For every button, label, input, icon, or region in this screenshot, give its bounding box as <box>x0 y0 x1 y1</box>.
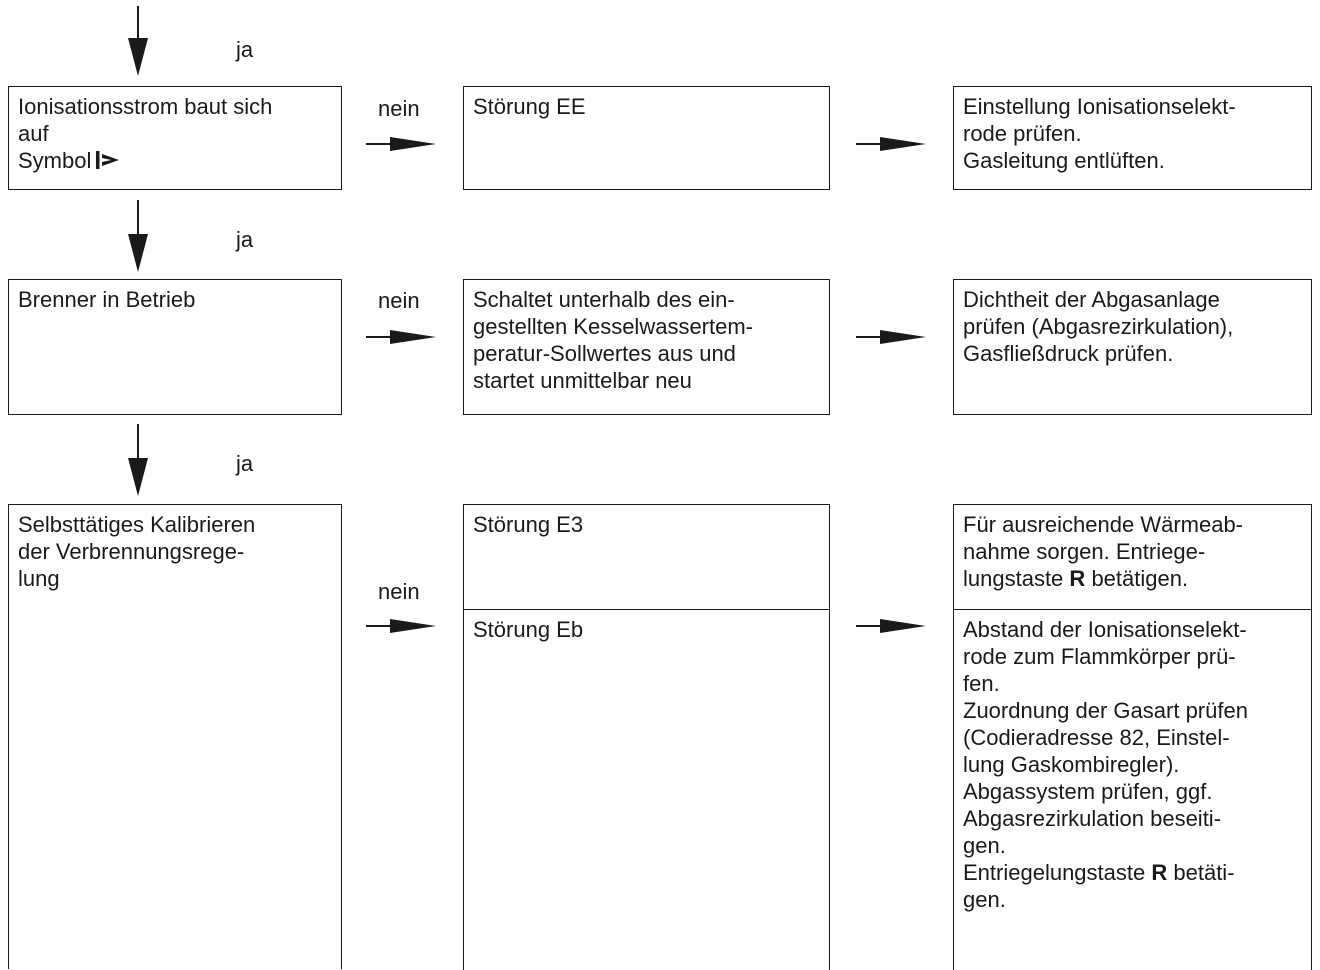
fault-line: Schaltet unterhalb des ein- <box>473 287 735 312</box>
arrow-down-1 <box>128 6 148 76</box>
fault-line: startet unmittelbar neu <box>473 368 692 393</box>
arrow-right-2a <box>366 330 436 344</box>
check-line: auf <box>18 121 49 146</box>
yes-label-3: ja <box>236 451 254 476</box>
action-line: Gasfließdruck prüfen. <box>963 341 1174 366</box>
check-box-burner-running: Brenner in Betrieb <box>8 279 342 415</box>
fault-line: Störung E3 <box>473 512 584 537</box>
arrow-right-3b <box>856 619 926 633</box>
action-box-flue: Dichtheit der Abgasanlage prüfen (Abgasr… <box>953 279 1312 415</box>
check-line: Selbsttätiges Kalibrieren <box>18 512 256 537</box>
arrow-right-1a <box>366 137 436 151</box>
check-box-ionisation: Ionisationsstrom baut sich auf Symbol <box>8 86 342 190</box>
arrow-right-1b <box>856 137 926 151</box>
fault-box-EE: Störung EE <box>463 86 830 190</box>
no-label-2: nein <box>378 288 420 313</box>
flame-symbol-icon <box>96 151 120 169</box>
check-line: Brenner in Betrieb <box>18 287 196 312</box>
action-text: lungstaste <box>963 566 1064 591</box>
action-line: gen. <box>963 886 1006 912</box>
fault-line: gestellten Kesselwassertem- <box>473 314 754 339</box>
action-line: Einstellung Ionisationselekt- <box>963 94 1236 119</box>
action-line: Abgasrezirkulation beseiti- <box>963 805 1222 831</box>
action-line: rode zum Flammkörper prü- <box>963 643 1236 669</box>
check-line-symbol: Symbol <box>18 147 332 174</box>
action-line: (Codieradresse 82, Einstel- <box>963 724 1230 750</box>
action-line-reset: lungstaste R betätigen. <box>963 565 1302 592</box>
arrow-down-3 <box>128 424 148 496</box>
fault-line: Störung Eb <box>473 616 584 642</box>
action-line: prüfen (Abgasrezirkulation), <box>963 314 1234 339</box>
action-line: Dichtheit der Abgasanlage <box>963 287 1220 312</box>
reset-key-label: R <box>1069 566 1086 591</box>
arrow-right-3a <box>366 619 436 633</box>
action-box-EE: Einstellung Ionisationselekt- rode prüfe… <box>953 86 1312 190</box>
yes-label-1: ja <box>236 37 254 62</box>
action-box-E3: Für ausreichende Wärmeab- nahme sorgen. … <box>953 504 1312 610</box>
no-label-3: nein <box>378 579 420 604</box>
action-line: lung Gaskombiregler). <box>963 751 1180 777</box>
action-line: rode prüfen. <box>963 121 1082 146</box>
action-line: fen. <box>963 670 1000 696</box>
fault-box-restart: Schaltet unterhalb des ein- gestellten K… <box>463 279 830 415</box>
check-line: Ionisationsstrom baut sich <box>18 94 273 119</box>
action-text: Entriegelungstaste <box>963 859 1146 885</box>
fault-line: peratur-Sollwertes aus und <box>473 341 736 366</box>
yes-label-2: ja <box>236 227 254 252</box>
action-line: gen. <box>963 832 1006 858</box>
fault-box-E3: Störung E3 <box>463 504 830 610</box>
action-line: Abgassystem prüfen, ggf. <box>963 778 1213 804</box>
no-label-1: nein <box>378 96 420 121</box>
check-line: lung <box>18 566 60 591</box>
check-box-calibration: Selbsttätiges Kalibrieren der Verbrennun… <box>8 504 342 969</box>
action-text: betätigen. <box>1091 566 1189 591</box>
fault-box-Eb: Störung Eb <box>463 608 830 970</box>
action-line: nahme sorgen. Entriege- <box>963 539 1206 564</box>
action-text: betäti- <box>1173 859 1235 885</box>
arrow-right-2b <box>856 330 926 344</box>
symbol-text: Symbol <box>18 148 92 173</box>
arrow-down-2 <box>128 200 148 272</box>
action-line: Zuordnung der Gasart prüfen <box>963 697 1248 723</box>
fault-line: Störung EE <box>473 94 586 119</box>
action-line: Abstand der Ionisationselekt- <box>963 616 1247 642</box>
reset-key-label: R <box>1151 859 1168 885</box>
action-line: Gasleitung entlüften. <box>963 148 1165 173</box>
action-line: Für ausreichende Wärmeab- <box>963 512 1244 537</box>
action-line-reset: Entriegelungstaste R betäti- <box>963 859 1302 886</box>
action-box-Eb: Abstand der Ionisationselekt- rode zum F… <box>953 608 1312 970</box>
check-line: der Verbrennungsrege- <box>18 539 245 564</box>
